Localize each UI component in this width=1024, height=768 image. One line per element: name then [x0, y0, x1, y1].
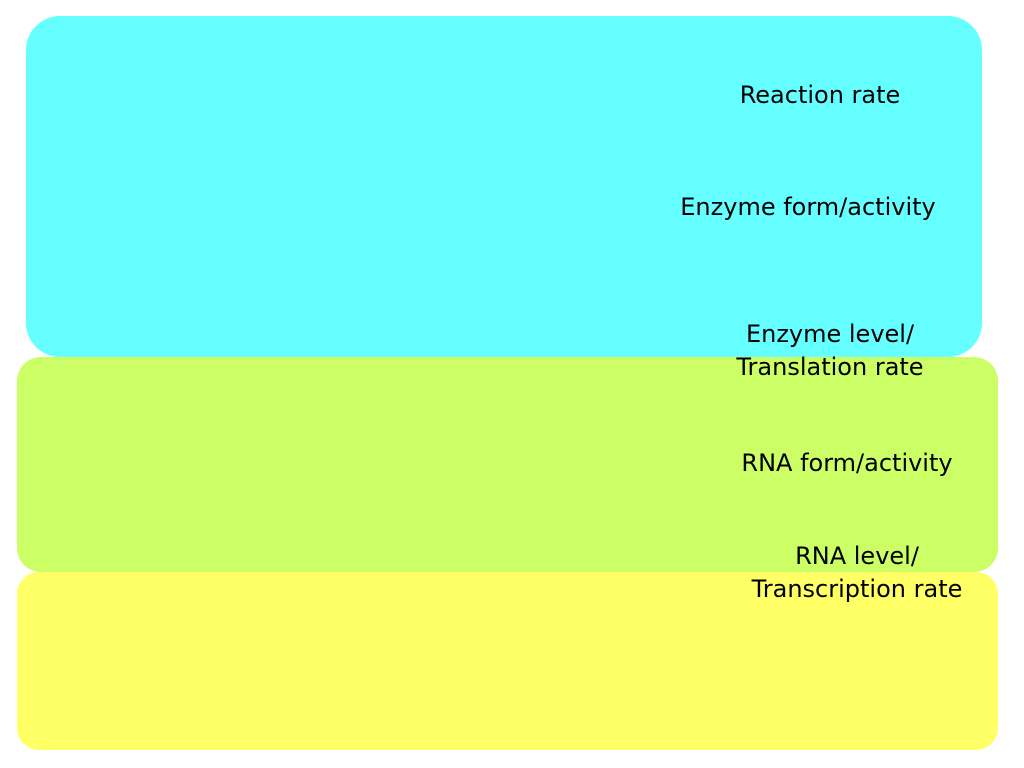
level-label-line: Transcription rate: [751, 575, 963, 603]
level-label-enzyme-level: Enzyme level/ Translation rate: [700, 318, 960, 384]
level-label-reaction-rate: Reaction rate: [739, 81, 901, 109]
level-label-rna-activity: RNA form/activity: [741, 449, 953, 477]
metabolic-layer-band: [26, 16, 982, 357]
level-label-enzyme-activity: Enzyme form/activity: [680, 193, 936, 221]
translation-layer-band: [17, 357, 998, 572]
level-label-rna-level: RNA level/ Transcription rate: [712, 540, 1002, 606]
level-label-line: Translation rate: [736, 353, 924, 381]
level-label-line: Enzyme level/: [745, 320, 915, 348]
level-label-line: RNA level/: [795, 542, 919, 570]
transcription-layer-band: [17, 572, 998, 750]
